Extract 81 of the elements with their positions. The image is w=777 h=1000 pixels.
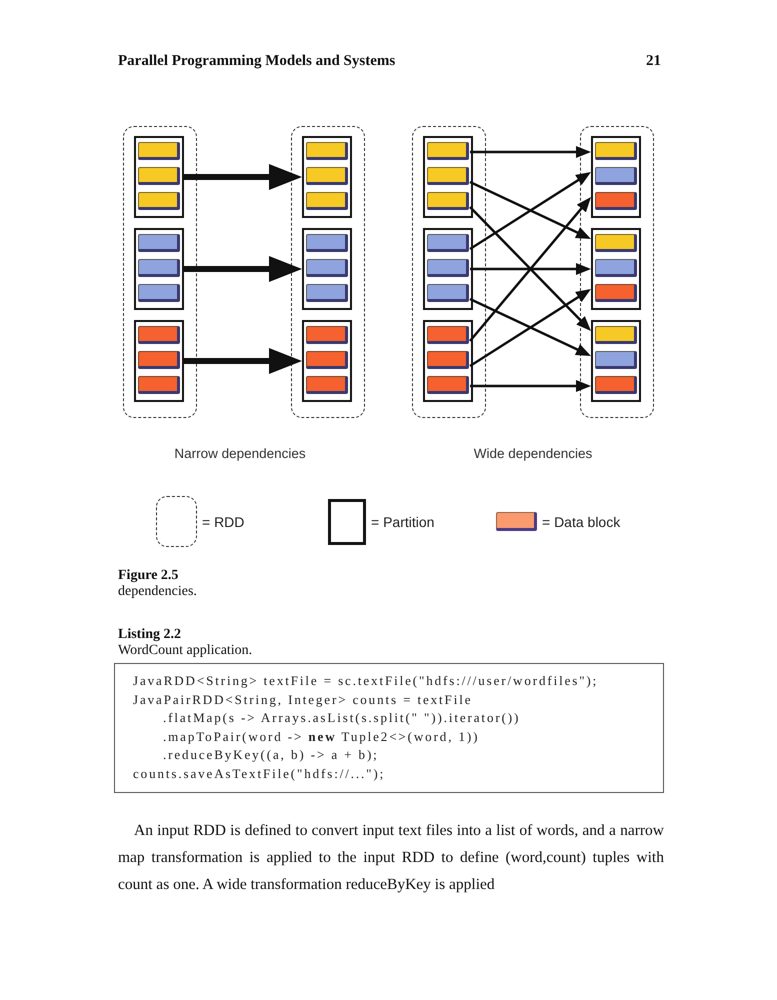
data-block [427, 234, 470, 252]
partition-box [422, 228, 473, 310]
data-block [138, 234, 180, 252]
data-block [306, 284, 348, 302]
rdd-frame [580, 126, 654, 418]
data-block [138, 351, 180, 370]
figure-number: Figure 2.5 [118, 567, 178, 584]
partition-box [590, 136, 641, 218]
data-block [306, 234, 348, 252]
data-block [595, 234, 638, 252]
panel-caption: Narrow dependencies [174, 445, 306, 462]
code-line: JavaPairRDD<String, Integer> counts = textFile [133, 690, 472, 709]
data-block [427, 326, 470, 344]
code-listing-box [114, 663, 664, 793]
partition-box [590, 228, 641, 310]
data-block [427, 284, 470, 302]
panel-caption: Wide dependencies [474, 445, 592, 462]
data-block [306, 351, 348, 370]
partition-box [134, 320, 184, 402]
data-block [595, 351, 638, 370]
data-block [306, 259, 348, 278]
data-block [427, 192, 470, 210]
arrow [469, 289, 591, 368]
partition-box [302, 320, 352, 402]
data-block [138, 284, 180, 302]
partition-box [422, 320, 473, 402]
data-block [427, 259, 470, 278]
data-block [138, 326, 180, 344]
arrow [470, 380, 591, 392]
data-block [138, 167, 180, 186]
data-block [427, 167, 470, 186]
arrow [469, 180, 591, 239]
rdd-frame [291, 126, 365, 418]
data-block [306, 192, 348, 210]
thick-arrow [184, 348, 302, 374]
rdd-frame [412, 126, 486, 418]
partition-box [134, 136, 184, 218]
page-number: 21 [646, 53, 661, 70]
data-block [306, 142, 348, 160]
partition-box [590, 320, 641, 402]
arrow [469, 298, 591, 356]
running-head: Parallel Programming Models and Systems [118, 53, 396, 70]
data-block [427, 351, 470, 370]
data-block [595, 284, 638, 302]
body-paragraph: An input RDD is defined to convert input text files into a list of words, and a narrow map transformation is applied to the input RDD to define (word,count) tuples with count as one. A wide transformation reduceByKey is applied [118, 821, 664, 895]
code-line: .mapToPair(word -> new Tuple2<>(word, 1)) [163, 728, 480, 746]
data-block [306, 376, 348, 394]
data-block [138, 259, 180, 278]
listing-caption: WordCount application. [118, 642, 252, 659]
data-block [595, 192, 638, 210]
arrow [470, 146, 591, 158]
arrow [469, 172, 591, 250]
partition-box [302, 136, 352, 218]
thick-arrow [184, 256, 302, 282]
data-block [306, 167, 348, 186]
data-block [427, 376, 470, 394]
code-line: .flatMap(s -> Arrays.asList(s.split(" ")).iterator()) [163, 709, 520, 728]
partition-box [302, 228, 352, 310]
data-block [595, 167, 638, 186]
data-block [138, 142, 180, 160]
data-block [595, 259, 638, 278]
partition-box [134, 228, 184, 310]
partition-box [422, 136, 473, 218]
legend-label: = Data block [542, 512, 620, 530]
thick-arrow [184, 164, 302, 190]
code-line: JavaRDD<String> textFile = sc.textFile("hdfs:///user/wordfiles"); [133, 672, 598, 690]
data-block [595, 376, 638, 394]
arrow [470, 263, 591, 275]
data-block [595, 326, 638, 344]
data-block [595, 142, 638, 160]
code-line: counts.saveAsTextFile("hdfs://..."); [133, 764, 386, 783]
listing-number: Listing 2.2 [118, 626, 182, 643]
code-line: .reduceByKey((a, b) -> a + b); [163, 746, 379, 764]
rdd-frame [123, 126, 197, 418]
data-block [306, 326, 348, 344]
figure-caption: dependencies. [118, 583, 197, 600]
data-block [138, 376, 180, 394]
legend-label: = RDD [202, 512, 244, 530]
data-block [138, 192, 180, 210]
legend-label: = Partition [371, 513, 434, 531]
data-block [427, 142, 470, 160]
